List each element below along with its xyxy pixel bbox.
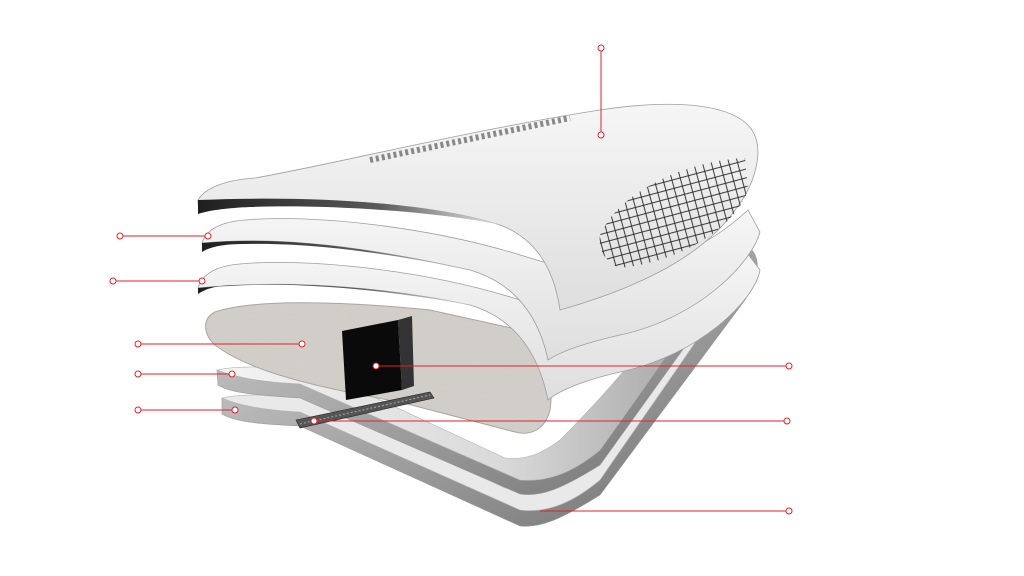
callout-bottom-layer-1-edge	[134, 370, 236, 378]
callout-foam-core	[134, 340, 306, 348]
callout-bottom-layer-2-edge	[134, 406, 239, 414]
callout-lines	[109, 44, 793, 515]
stringer	[295, 316, 435, 429]
top-deck-skin	[197, 103, 759, 311]
callout-layer-3-edge	[109, 277, 206, 285]
callout-layer-2-edge	[116, 232, 212, 240]
layer-3	[197, 249, 761, 401]
layer-2	[201, 209, 761, 361]
callout-stringer	[372, 362, 793, 370]
callout-bottom-rail	[540, 507, 793, 515]
callout-stringer-base	[310, 417, 791, 425]
callout-top-deck-skin	[597, 44, 605, 139]
